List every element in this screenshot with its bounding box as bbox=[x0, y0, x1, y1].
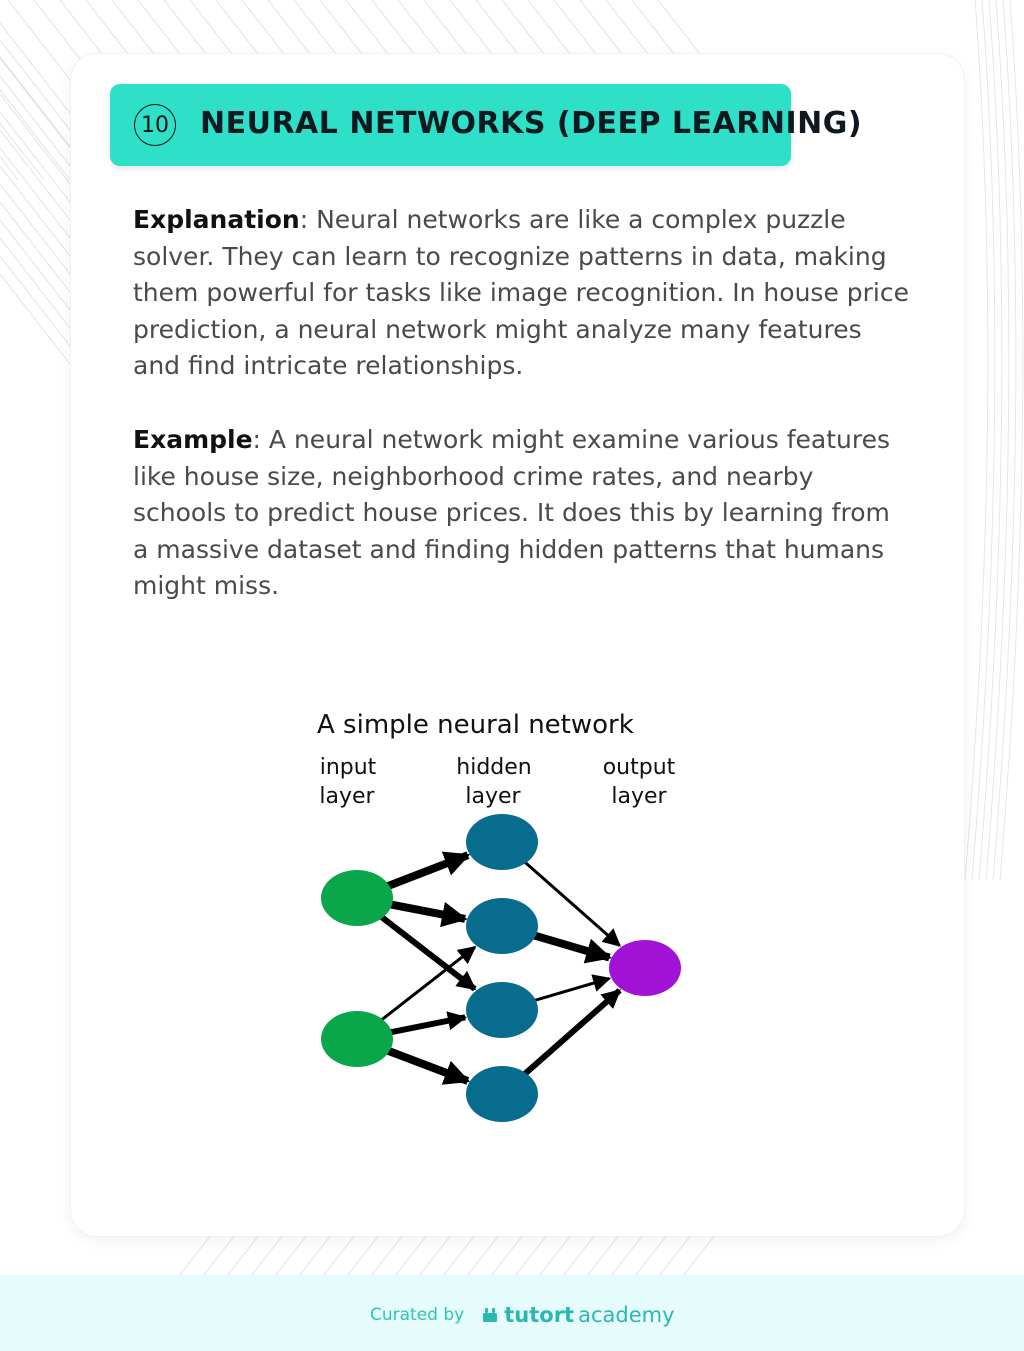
background-line bbox=[299, 1235, 331, 1276]
background-line bbox=[179, 1235, 211, 1276]
background-line bbox=[275, 1235, 307, 1276]
background-line bbox=[443, 1235, 475, 1276]
connection-i2-h4 bbox=[382, 1045, 471, 1085]
explanation-text: : Neural networks are like a complex puz… bbox=[133, 205, 909, 381]
curated-by-text: Curated by bbox=[370, 1305, 465, 1325]
background-line bbox=[659, 1235, 691, 1276]
neural-network-diagram: A simple neural network input layer hidd… bbox=[317, 710, 681, 1122]
hidden-node-1 bbox=[466, 814, 538, 870]
background-line bbox=[0, 75, 71, 167]
explanation-label: Explanation bbox=[133, 205, 300, 234]
hidden-node-2 bbox=[466, 898, 538, 954]
background-curve bbox=[978, 0, 1003, 881]
connection-i1-h1 bbox=[382, 851, 471, 892]
input-layer-label-line2: layer bbox=[319, 784, 375, 809]
network-connections bbox=[375, 851, 622, 1085]
explanation-paragraph: Explanation: Neural networks are like a … bbox=[133, 202, 913, 385]
brand-name: tutort bbox=[504, 1303, 575, 1327]
diagram-title: A simple neural network bbox=[317, 710, 634, 740]
background-line bbox=[611, 1235, 643, 1276]
background-curve bbox=[992, 0, 1017, 881]
input-layer-label-line1: input bbox=[320, 755, 377, 780]
background-line bbox=[491, 1235, 523, 1276]
example-label: Example bbox=[133, 425, 253, 454]
background-line bbox=[347, 1235, 379, 1276]
background-line bbox=[203, 1235, 235, 1276]
background-line bbox=[0, 111, 71, 203]
background-curve bbox=[985, 0, 1010, 881]
section-number-badge: 10 bbox=[134, 104, 176, 146]
output-layer-label-line1: output bbox=[603, 755, 676, 780]
background-line bbox=[0, 183, 71, 275]
content-card bbox=[71, 54, 964, 1236]
connection-h4-o1 bbox=[519, 988, 622, 1080]
hidden-node-3 bbox=[466, 982, 538, 1038]
background-line bbox=[0, 165, 71, 257]
background-line bbox=[419, 1235, 451, 1276]
background-line bbox=[515, 1235, 547, 1276]
connection-h3-o1 bbox=[529, 974, 612, 1004]
input-node-2 bbox=[321, 1011, 393, 1067]
background-line bbox=[0, 147, 71, 239]
footer: Curated by tutort academy bbox=[0, 1275, 1024, 1351]
tutort-logo-icon bbox=[483, 1308, 498, 1322]
background-line bbox=[683, 1235, 715, 1276]
connection-i1-h2 bbox=[385, 899, 468, 928]
background-line bbox=[0, 129, 71, 221]
background-line bbox=[0, 39, 71, 131]
background-curve bbox=[964, 0, 989, 881]
background-line bbox=[539, 1235, 571, 1276]
background-line bbox=[0, 219, 71, 311]
background-line bbox=[587, 1235, 619, 1276]
output-node-1 bbox=[609, 940, 681, 996]
background-line bbox=[371, 1235, 403, 1276]
background-curve bbox=[971, 0, 996, 881]
output-layer-label-line2: layer bbox=[611, 784, 667, 809]
background-line bbox=[635, 1235, 667, 1276]
connection-h1-o1 bbox=[520, 857, 621, 947]
section-banner: 10 NEURAL NETWORKS (DEEP LEARNING) bbox=[110, 84, 862, 166]
brand-suffix: academy bbox=[578, 1303, 675, 1327]
background-line bbox=[395, 1235, 427, 1276]
hidden-layer-label-line2: layer bbox=[465, 784, 521, 809]
connection-h2-o1 bbox=[528, 930, 612, 964]
example-paragraph: Example: A neural network might examine … bbox=[133, 422, 913, 605]
network-nodes bbox=[321, 814, 681, 1122]
section-title: NEURAL NETWORKS (DEEP LEARNING) bbox=[200, 106, 863, 141]
connection-i1-h3 bbox=[375, 911, 477, 992]
connection-i2-h3 bbox=[385, 1011, 468, 1037]
hidden-layer-label-line1: hidden bbox=[456, 755, 531, 780]
background-line bbox=[563, 1235, 595, 1276]
background-line bbox=[227, 1235, 259, 1276]
background-line bbox=[0, 122, 45, 181]
background-line bbox=[323, 1235, 355, 1276]
background-line bbox=[0, 57, 71, 149]
connection-i2-h2 bbox=[376, 945, 477, 1025]
background-line bbox=[0, 237, 71, 329]
background-line bbox=[467, 1235, 499, 1276]
hidden-node-4 bbox=[466, 1066, 538, 1122]
background-curve bbox=[999, 0, 1024, 881]
background-line bbox=[0, 255, 71, 347]
background-line bbox=[0, 273, 71, 365]
background-line bbox=[0, 201, 71, 293]
example-text: : A neural network might examine various… bbox=[133, 425, 891, 601]
footer-credit: Curated by tutort academy bbox=[370, 1303, 675, 1327]
background-line bbox=[251, 1235, 283, 1276]
input-node-1 bbox=[321, 870, 393, 926]
background-line bbox=[0, 93, 71, 185]
background-line bbox=[0, 89, 71, 181]
